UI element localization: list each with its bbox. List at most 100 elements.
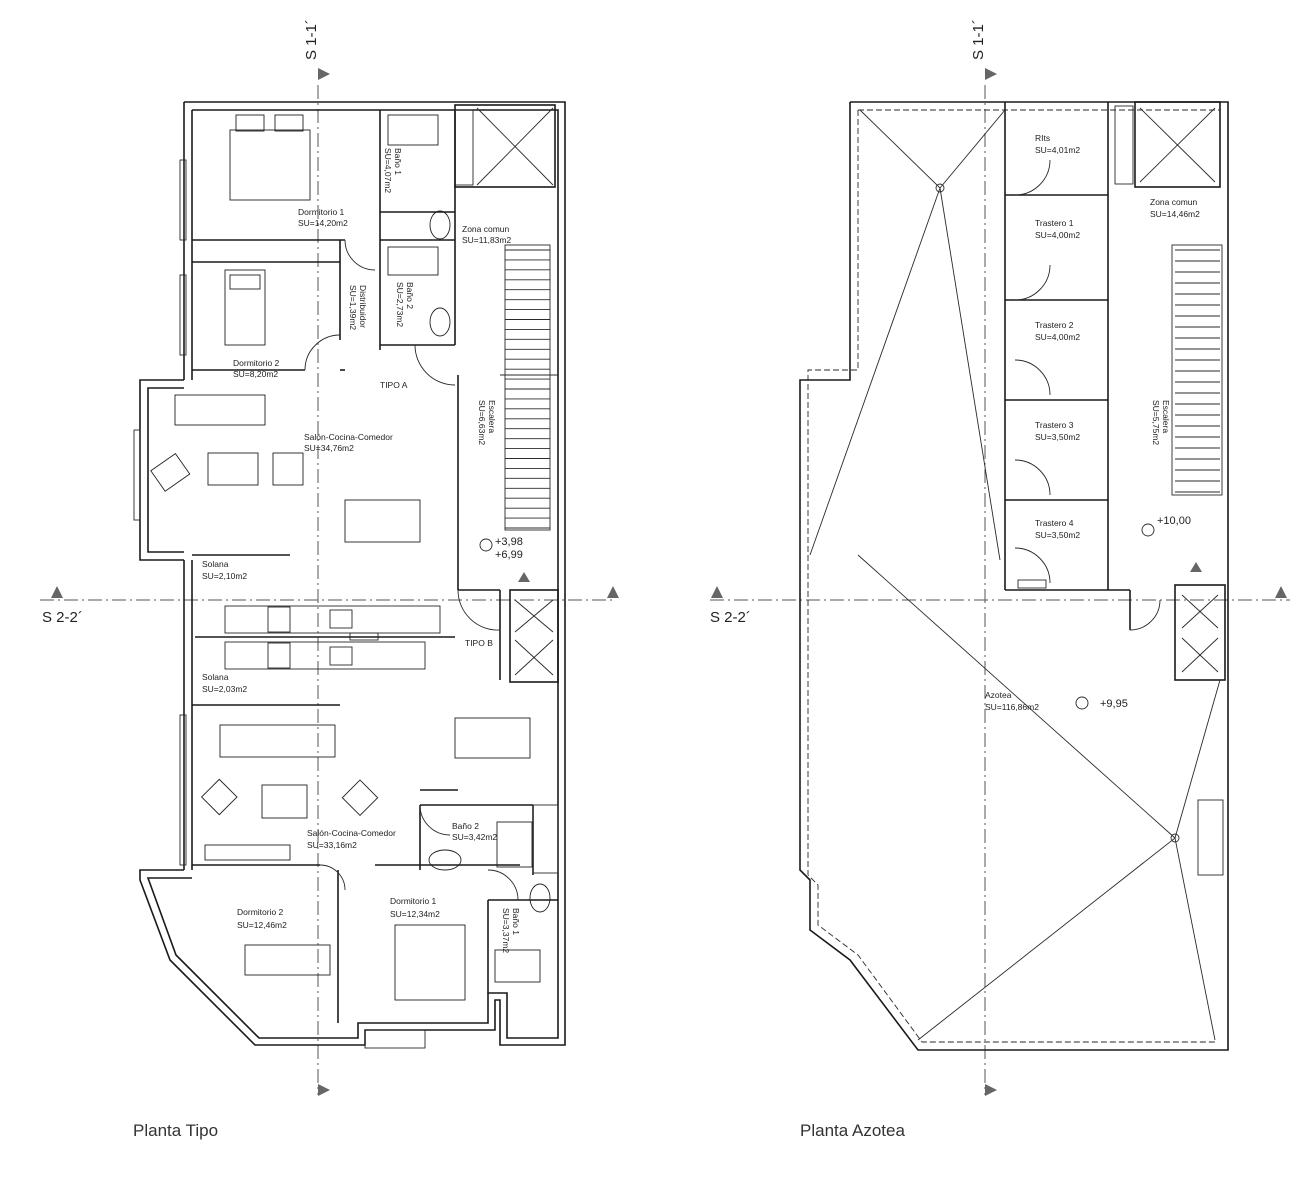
level-value: +10,00: [1157, 515, 1191, 527]
shaft-cross: [1181, 637, 1219, 673]
hob: [267, 642, 291, 669]
meter-box: [1017, 579, 1047, 589]
room-name: Dormitorio 2: [233, 358, 280, 368]
door-swing: [414, 344, 456, 386]
room-name: Solana: [202, 672, 229, 682]
roof-slope: [859, 109, 1006, 189]
unit-label: TIPO A: [380, 380, 408, 390]
wardrobe: [204, 844, 291, 861]
door-swing: [1014, 359, 1051, 396]
plan-title-azotea: Planta Azotea: [800, 1121, 905, 1140]
section-axes: S 1-1´ S 1-1´ S 2-2´ S 2-2´: [40, 19, 1290, 1096]
window: [179, 274, 187, 356]
room-name: Trastero 4: [1035, 518, 1074, 528]
door-swing: [487, 869, 519, 901]
room-area: SU=3,50m2: [1035, 530, 1080, 540]
room-area: SU=14,46m2: [1150, 209, 1200, 219]
shaft-cross: [514, 639, 554, 676]
room-name: Dormitorio 1: [298, 207, 345, 217]
bathtub: [387, 114, 439, 146]
plan-title-tipo: Planta Tipo: [133, 1121, 218, 1140]
kitchen-counter: [224, 605, 441, 634]
section-arrow: [318, 68, 330, 80]
level-marker: [1141, 523, 1155, 537]
warning-icon: [1190, 562, 1202, 572]
level-value: +3,98: [495, 536, 523, 548]
room-area: SU=34,76m2: [304, 443, 354, 453]
room-name: Baño 2: [405, 282, 415, 309]
dining-table: [454, 717, 531, 759]
room-area: SU=1,39m2: [348, 285, 358, 330]
planta-azotea-plan: RIts SU=4,01m2 Trastero 1 SU=4,00m2 Tras…: [799, 101, 1229, 1051]
room-area: SU=116,86m2: [985, 702, 1039, 712]
warning-icon: [518, 572, 530, 582]
room-area: SU=6,63m2: [477, 400, 487, 445]
duct: [1197, 799, 1224, 876]
shaft: [509, 589, 559, 683]
bed: [229, 129, 311, 201]
room-name: Baño 1: [393, 148, 403, 175]
roof-slope: [809, 187, 1001, 561]
section-arrow: [985, 1084, 997, 1096]
drain: [1170, 833, 1180, 843]
shaft-cross: [1139, 107, 1216, 183]
section-label-s22-left: S 2-2´: [42, 609, 83, 626]
room-name: Dormitorio 1: [390, 896, 437, 906]
roof-slope: [917, 837, 1216, 1041]
duct: [1114, 105, 1134, 185]
bathtub: [387, 246, 439, 276]
level-marker: [1075, 696, 1089, 710]
armchair: [200, 778, 238, 816]
room-name: Salón-Cocina-Comedor: [304, 432, 393, 442]
room-area: SU=4,01m2: [1035, 145, 1080, 155]
sink: [329, 609, 353, 629]
window: [179, 714, 187, 866]
room-name: Dormitorio 2: [237, 907, 284, 917]
room-area: SU=3,37m2: [501, 908, 511, 953]
door-swing: [319, 864, 346, 891]
section-arrow: [1275, 586, 1287, 598]
bed: [394, 924, 466, 1001]
stair-outline: [504, 244, 551, 531]
room-area: SU=11,83m2: [462, 235, 511, 245]
level-marker: [479, 538, 493, 552]
shaft: [1174, 584, 1226, 681]
room-area: SU=12,34m2: [390, 909, 440, 919]
room-area: SU=33,16m2: [307, 840, 357, 850]
armchair: [272, 452, 304, 486]
outer-wall: [139, 101, 566, 1046]
shaft-cross: [476, 107, 554, 186]
window: [364, 1029, 426, 1049]
bed: [224, 269, 266, 346]
room-name: Zona comun: [462, 224, 510, 234]
window: [179, 159, 187, 241]
section-arrow: [607, 586, 619, 598]
room-area: SU=2,73m2: [395, 282, 405, 327]
sofa: [174, 394, 266, 426]
section-arrow: [711, 586, 723, 598]
door-swing: [1014, 547, 1051, 584]
room-area: SU=14,20m2: [298, 218, 348, 228]
door-swing: [1014, 264, 1051, 301]
room-name: Escalera: [1161, 400, 1171, 433]
coffee-table: [207, 452, 259, 486]
section-arrow: [318, 1084, 330, 1096]
room-name: Baño 2: [452, 821, 479, 831]
door-swing: [419, 804, 451, 836]
armchair: [150, 452, 191, 492]
pillow: [235, 114, 265, 132]
sofa: [219, 724, 336, 758]
room-name: Salón-Cocina-Comedor: [307, 828, 396, 838]
coffee-table: [261, 784, 308, 819]
washbasin: [429, 210, 451, 240]
door-swing: [1014, 459, 1051, 496]
room-area: SU=4,07m2: [383, 148, 393, 193]
window: [133, 429, 141, 521]
hob: [267, 606, 291, 633]
room-name: Trastero 2: [1035, 320, 1074, 330]
pillow: [229, 274, 261, 290]
vent: [349, 632, 379, 641]
armchair: [341, 779, 379, 817]
door-swing: [1014, 159, 1051, 196]
room-area: SU=8,20m2: [233, 369, 278, 379]
